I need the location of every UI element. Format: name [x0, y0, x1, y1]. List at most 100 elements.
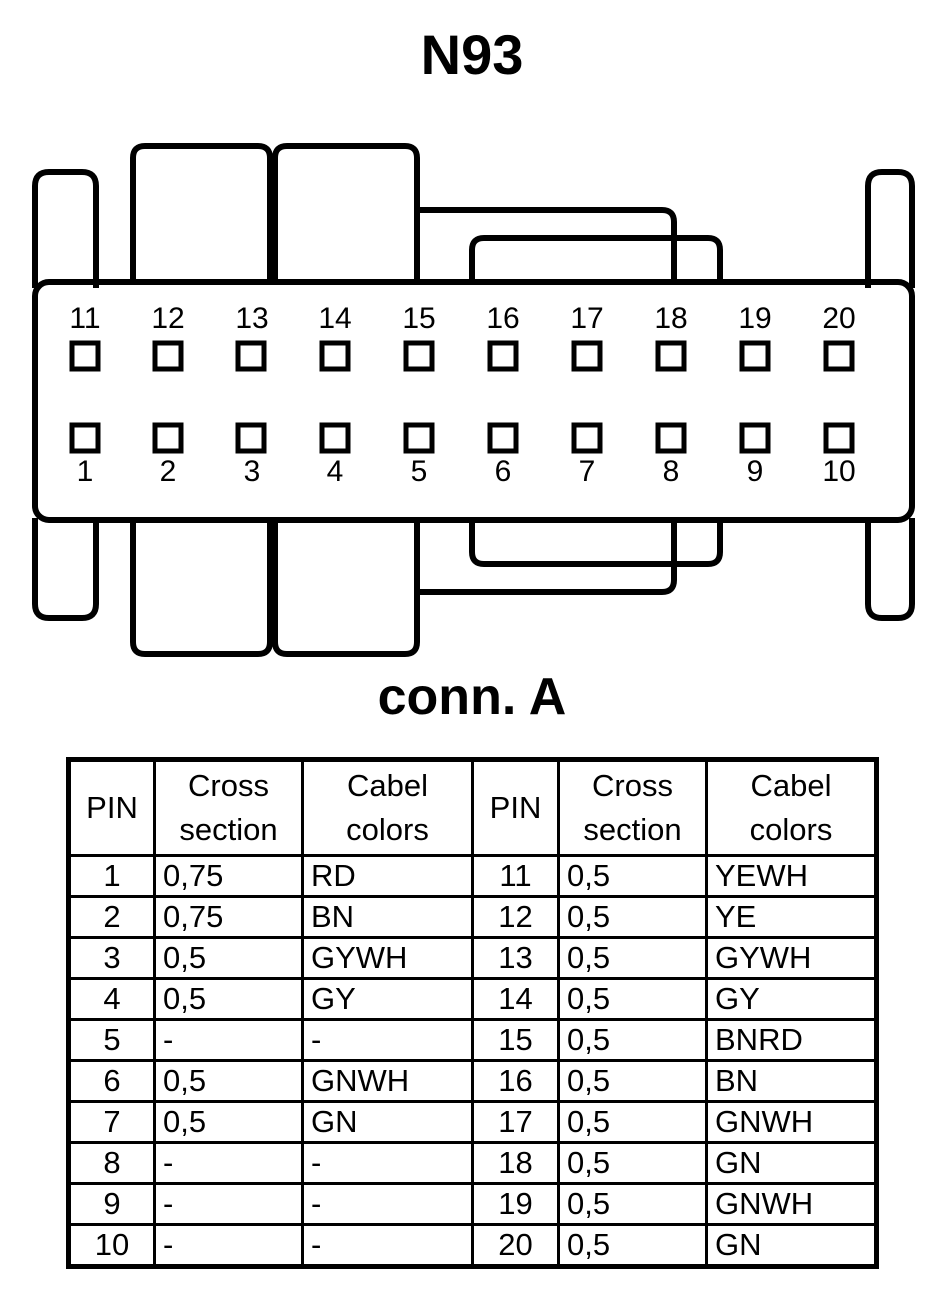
header-pin-right: PIN [471, 758, 560, 857]
pin-square-15 [403, 340, 435, 372]
header-pin-left: PIN [67, 758, 156, 857]
top-block-1 [130, 143, 273, 285]
pin-square-6 [487, 422, 519, 454]
top-shelf-lower [469, 235, 723, 285]
pin-number-7: 7 [578, 455, 596, 488]
cell-cabel-color-left: GNWH [301, 1059, 474, 1103]
pin-squares-bottom-row [69, 422, 855, 454]
pin-number-12: 12 [151, 302, 185, 335]
cell-pin-right: 17 [471, 1100, 560, 1144]
cell-cabel-color-right: GYWH [705, 936, 878, 980]
cell-cross-section-right: 0,5 [557, 1018, 708, 1062]
pin-number-9: 9 [746, 455, 764, 488]
pin-number-1: 1 [76, 455, 94, 488]
cell-pin-right: 13 [471, 936, 560, 980]
cell-cabel-color-left: - [301, 1182, 474, 1226]
cell-cabel-color-left: BN [301, 895, 474, 939]
cell-cabel-color-right: GNWH [705, 1100, 878, 1144]
pin-square-16 [487, 340, 519, 372]
cell-cross-section-right: 0,5 [557, 1141, 708, 1185]
cell-pin-right: 15 [471, 1018, 560, 1062]
cell-cross-section-left: 0,5 [153, 1059, 304, 1103]
pin-number-16: 16 [486, 302, 520, 335]
cell-cabel-color-left: GY [301, 977, 474, 1021]
cell-cross-section-right: 0,5 [557, 1059, 708, 1103]
pin-square-13 [235, 340, 267, 372]
pin-square-17 [571, 340, 603, 372]
cell-cabel-color-right: BNRD [705, 1018, 878, 1062]
header-pin-right-text: PIN [489, 790, 542, 825]
header-cabel-left-line2: colors [346, 812, 429, 847]
cell-pin-left: 2 [67, 895, 156, 939]
cell-cross-section-left: 0,75 [153, 854, 304, 898]
pin-number-3: 3 [243, 455, 261, 488]
pin-table-container: PIN Cross section Cabel colors PIN Cross… [66, 757, 879, 1269]
cell-pin-right: 19 [471, 1182, 560, 1226]
cell-pin-right: 16 [471, 1059, 560, 1103]
cell-cross-section-right: 0,5 [557, 895, 708, 939]
header-cabel-left-line1: Cabel [347, 768, 428, 803]
pin-number-6: 6 [494, 455, 512, 488]
connector-diagram: 11 12 13 14 15 16 17 18 19 20 1 2 3 4 5 … [0, 130, 944, 660]
pin-square-2 [152, 422, 184, 454]
cell-cabel-color-left: - [301, 1018, 474, 1062]
latch-tab-right-bottom [865, 518, 915, 621]
cell-cross-section-right: 0,5 [557, 1223, 708, 1268]
header-cabel-colors-right: Cabel colors [705, 758, 878, 857]
pin-square-10 [823, 422, 855, 454]
pin-number-8: 8 [662, 455, 680, 488]
cell-pin-right: 12 [471, 895, 560, 939]
pin-number-19: 19 [738, 302, 772, 335]
pin-square-5 [403, 422, 435, 454]
cell-cabel-color-right: YE [705, 895, 878, 939]
pin-number-2: 2 [159, 455, 177, 488]
cell-pin-right: 11 [471, 854, 560, 898]
top-block-2 [272, 143, 420, 285]
cell-pin-left: 8 [67, 1141, 156, 1185]
pin-number-5: 5 [410, 455, 428, 488]
cell-pin-left: 4 [67, 977, 156, 1021]
cell-cabel-color-right: GY [705, 977, 878, 1021]
header-cross-section-right: Cross section [557, 758, 708, 857]
cell-cross-section-right: 0,5 [557, 854, 708, 898]
top-shelf-upper [417, 207, 677, 285]
cell-cross-section-right: 0,5 [557, 936, 708, 980]
pin-square-3 [235, 422, 267, 454]
pin-square-11 [69, 340, 101, 372]
pin-square-12 [152, 340, 184, 372]
cell-cabel-color-left: GYWH [301, 936, 474, 980]
pin-square-14 [319, 340, 351, 372]
header-cross-right-line1: Cross [592, 768, 673, 803]
pin-number-4: 4 [326, 455, 344, 488]
header-cross-right-line2: section [583, 812, 682, 847]
cell-pin-left: 5 [67, 1018, 156, 1062]
header-pin-left-text: PIN [86, 790, 138, 825]
pin-square-20 [823, 340, 855, 372]
connector-outline-svg [32, 143, 915, 657]
pin-number-15: 15 [402, 302, 436, 335]
cell-cross-section-right: 0,5 [557, 1182, 708, 1226]
cell-pin-left: 6 [67, 1059, 156, 1103]
cell-cabel-color-right: YEWH [705, 854, 878, 898]
cell-pin-right: 20 [471, 1223, 560, 1268]
pin-square-18 [655, 340, 687, 372]
cell-cross-section-left: 0,5 [153, 977, 304, 1021]
cell-pin-left: 10 [67, 1223, 156, 1268]
cell-cross-section-left: 0,5 [153, 1100, 304, 1144]
cell-pin-left: 7 [67, 1100, 156, 1144]
cell-cross-section-right: 0,5 [557, 977, 708, 1021]
cell-pin-right: 14 [471, 977, 560, 1021]
cell-cabel-color-left: RD [301, 854, 474, 898]
pin-square-7 [571, 422, 603, 454]
connector-caption: conn. A [377, 668, 567, 726]
table-header-row: PIN Cross section Cabel colors PIN Cross… [67, 758, 878, 857]
cell-cross-section-left: - [153, 1141, 304, 1185]
cell-cross-section-left: - [153, 1018, 304, 1062]
